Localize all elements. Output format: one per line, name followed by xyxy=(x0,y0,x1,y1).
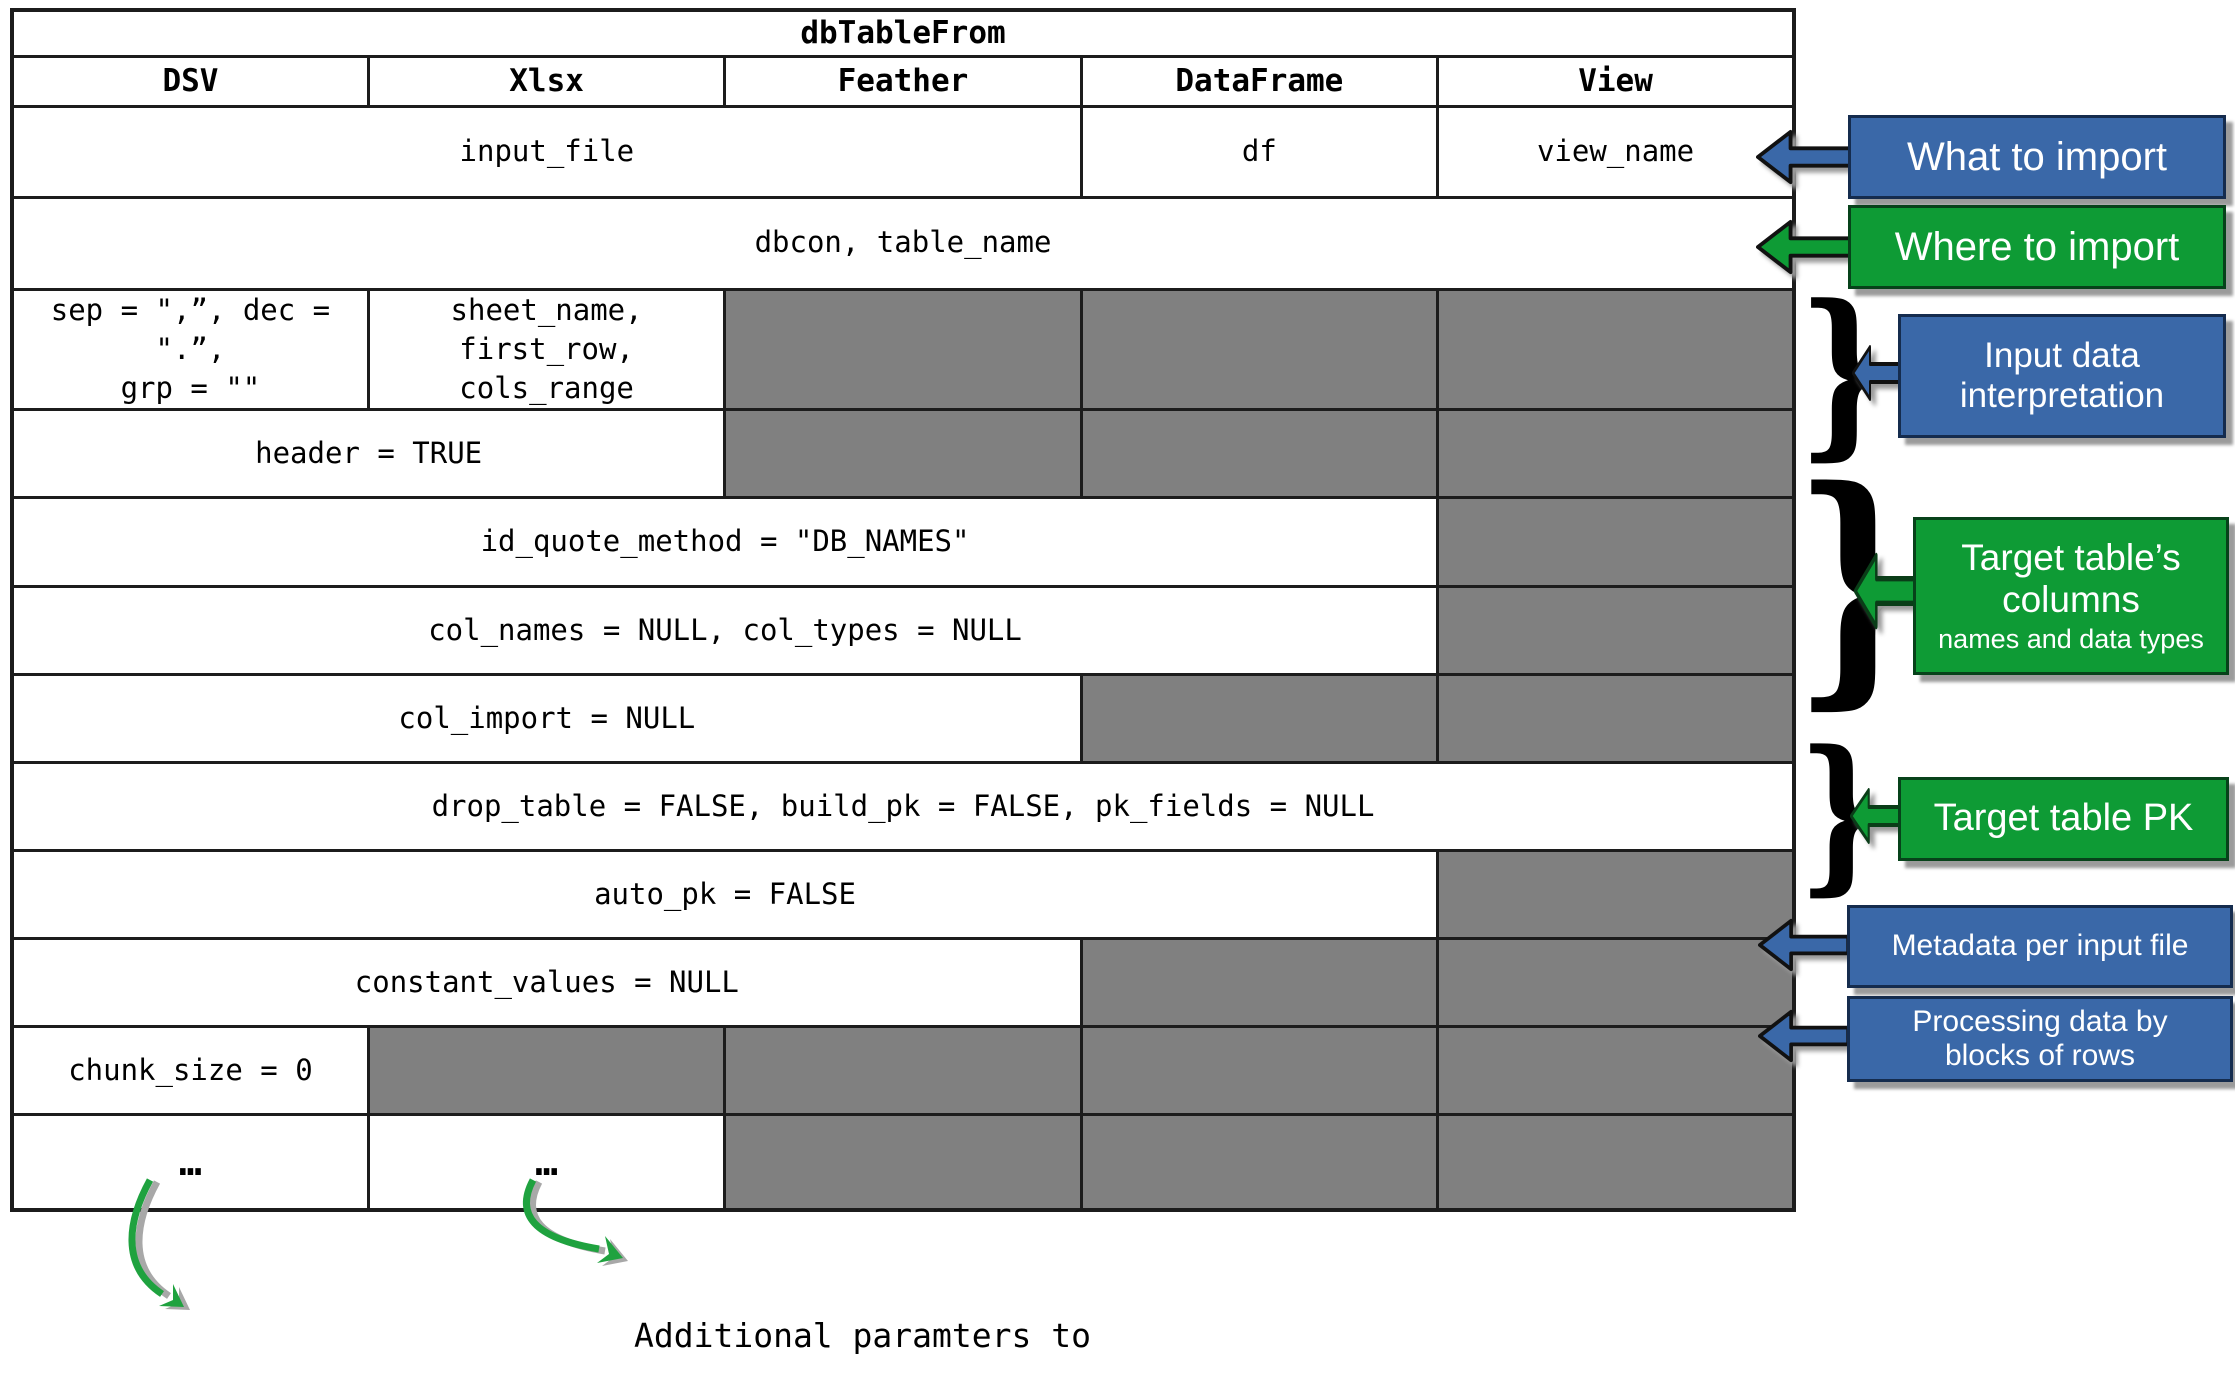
parameters-table: dbTableFrom DSV Xlsx Feather DataFrame V… xyxy=(10,8,1796,1213)
empty-cell xyxy=(723,1024,1083,1116)
empty-cell xyxy=(723,407,1083,499)
callout-sublabel: names and data types xyxy=(1938,624,2204,655)
empty-cell xyxy=(723,287,1083,411)
column-header-feather: Feather xyxy=(723,54,1083,108)
empty-cell xyxy=(1436,495,1796,588)
empty-cell xyxy=(1079,936,1440,1028)
empty-cell xyxy=(1436,672,1796,764)
empty-cell xyxy=(1436,848,1796,940)
cell-view-name: view_name xyxy=(1436,104,1796,199)
table-row: col_import = NULL xyxy=(10,672,1796,764)
empty-cell xyxy=(723,1112,1083,1212)
table-row: col_names = NULL, col_types = NULL xyxy=(10,584,1796,676)
cell-constant-values: constant_values = NULL xyxy=(10,936,1083,1028)
footnote-base-scan: Additional paramters to base::scan xyxy=(148,1306,605,1380)
curved-arrow-to-base-scan xyxy=(128,1178,190,1310)
table-title: dbTableFrom xyxy=(10,8,1796,58)
footnote-line: Additional paramters to xyxy=(634,1316,1091,1355)
empty-cell xyxy=(1436,407,1796,499)
table-row: sep = ",”, dec = ".”, grp = "" sheet_nam… xyxy=(10,287,1796,411)
column-header-dataframe: DataFrame xyxy=(1079,54,1440,108)
empty-cell xyxy=(1079,672,1440,764)
cell-dsv-ellipsis: … xyxy=(10,1112,370,1212)
column-header-dsv: DSV xyxy=(10,54,370,108)
cell-chunk-size: chunk_size = 0 xyxy=(10,1024,370,1116)
callout-label: Input data interpretation xyxy=(1959,335,2165,415)
cell-df: df xyxy=(1079,104,1440,199)
left-arrow-icon xyxy=(1758,1009,1850,1063)
empty-cell xyxy=(1079,407,1440,499)
table-row: input_file df view_name xyxy=(10,104,1796,199)
cell-input-file: input_file xyxy=(10,104,1083,199)
column-header-view: View xyxy=(1436,54,1796,108)
cell-header: header = TRUE xyxy=(10,407,727,499)
cell-sep-dec-grp: sep = ",”, dec = ".”, grp = "" xyxy=(10,287,370,411)
table-row: DSV Xlsx Feather DataFrame View xyxy=(10,54,1796,108)
footnote-wb-to-df: Additional paramters to openxlsx2::wb_to… xyxy=(634,1236,1091,1380)
table-row: dbTableFrom xyxy=(10,8,1796,58)
cell-auto-pk: auto_pk = FALSE xyxy=(10,848,1440,940)
empty-cell xyxy=(1079,1112,1440,1212)
callout-label: Target table PK xyxy=(1933,797,2194,840)
left-arrow-icon xyxy=(1756,129,1852,185)
empty-cell xyxy=(1436,584,1796,676)
callout-label: Target table’s columns xyxy=(1961,536,2181,621)
callout-input-data-interpretation: Input data interpretation xyxy=(1898,314,2226,438)
cell-drop-table-pk: drop_table = FALSE, build_pk = FALSE, pk… xyxy=(10,760,1796,852)
table-row: header = TRUE xyxy=(10,407,1796,499)
table-row: drop_table = FALSE, build_pk = FALSE, pk… xyxy=(10,760,1796,852)
callout-label: Metadata per input file xyxy=(1891,929,2189,963)
callout-label: Where to import xyxy=(1894,225,2180,269)
empty-cell xyxy=(1436,1112,1796,1212)
callout-label: Processing data by blocks of rows xyxy=(1912,1004,2168,1073)
callout-what-to-import: What to import xyxy=(1848,115,2226,199)
table-row: id_quote_method = "DB_NAMES" xyxy=(10,495,1796,588)
empty-cell xyxy=(1436,936,1796,1028)
empty-cell xyxy=(1436,287,1796,411)
table-row: dbcon, table_name xyxy=(10,195,1796,291)
cell-col-import: col_import = NULL xyxy=(10,672,1083,764)
left-arrow-icon xyxy=(1852,345,1902,401)
table-row: chunk_size = 0 xyxy=(10,1024,1796,1116)
empty-cell xyxy=(366,1024,727,1116)
callout-label: What to import xyxy=(1906,135,2168,179)
left-arrow-icon xyxy=(1850,788,1902,844)
callout-metadata-per-input-file: Metadata per input file xyxy=(1847,905,2233,988)
empty-cell xyxy=(1079,287,1440,411)
cell-dbcon-table-name: dbcon, table_name xyxy=(10,195,1796,291)
callout-where-to-import: Where to import xyxy=(1848,205,2226,289)
table-row: constant_values = NULL xyxy=(10,936,1796,1028)
table-row: auto_pk = FALSE xyxy=(10,848,1796,940)
empty-cell xyxy=(1079,1024,1440,1116)
curved-arrow-to-wb-to-df xyxy=(522,1178,628,1266)
callout-target-table-columns: Target table’s columns names and data ty… xyxy=(1913,517,2229,675)
cell-xlsx-ellipsis: … xyxy=(366,1112,727,1212)
empty-cell xyxy=(1436,1024,1796,1116)
left-arrow-icon xyxy=(1758,918,1850,972)
callout-target-table-pk: Target table PK xyxy=(1898,777,2229,861)
column-header-xlsx: Xlsx xyxy=(366,54,727,108)
callout-processing-blocks: Processing data by blocks of rows xyxy=(1847,996,2233,1082)
cell-col-names-types: col_names = NULL, col_types = NULL xyxy=(10,584,1440,676)
left-arrow-icon xyxy=(1854,552,1916,630)
cell-sheet-name: sheet_name, first_row, cols_range xyxy=(366,287,727,411)
cell-id-quote-method: id_quote_method = "DB_NAMES" xyxy=(10,495,1440,588)
table-row: … … xyxy=(10,1112,1796,1212)
